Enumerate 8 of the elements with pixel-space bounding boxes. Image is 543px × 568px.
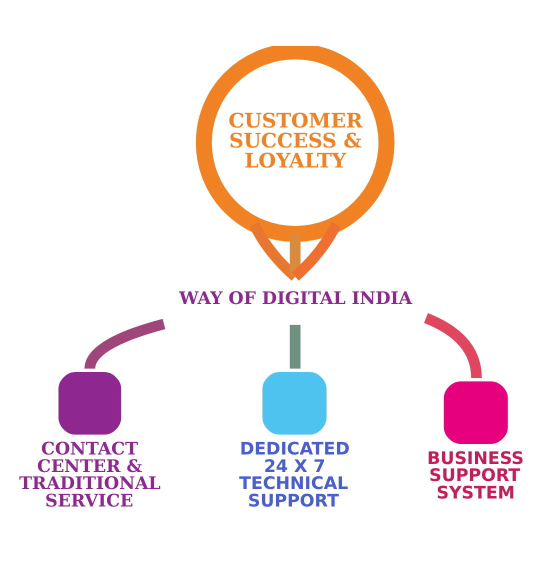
node-label: DEDICATED 24 X 7 TECHNICAL SUPPORT: [239, 440, 350, 512]
connector: [290, 234, 300, 277]
node-circle: CUSTOMER SUCCESS & LOYALTY: [196, 46, 394, 242]
node-label: CONTACT CENTER & TRADITIONAL SERVICE: [19, 440, 161, 512]
node-label: BUSINESS SUPPORT SYSTEM: [427, 448, 524, 504]
node-text: WAY OF DIGITAL INDIA: [179, 288, 412, 309]
connector: [290, 324, 300, 369]
connector: [292, 222, 341, 281]
